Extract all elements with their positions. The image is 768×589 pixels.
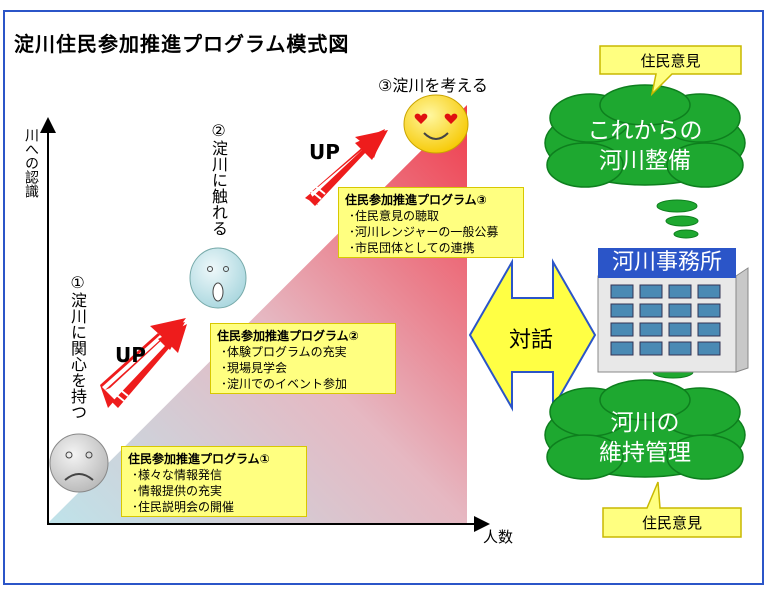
up-label-2: UP (309, 140, 340, 164)
program-1-item: ･住民説明会の開催 (132, 500, 235, 514)
cloud-2-line1: 河川の (610, 410, 680, 436)
callout-top-text: 住民意見 (640, 52, 701, 70)
office-label: 河川事務所 (598, 248, 736, 278)
callout-bottom-text: 住民意見 (641, 514, 702, 532)
diagram-title: 淀川住民参加推進プログラム模式図 (14, 32, 350, 56)
x-axis-label: 人数 (483, 528, 514, 546)
program-3-title: 住民参加推進プログラム③ (345, 193, 487, 207)
dialogue-double-arrow (468, 258, 597, 412)
program-3-item: ･河川レンジャーの一般公募 (349, 225, 499, 239)
up-arrow-shaft-1 (112, 324, 187, 408)
cloud-2-line2: 維持管理 (599, 440, 691, 466)
cloud-1-text: これからの 河川整備 (570, 116, 720, 176)
stage-2-label: ②淀川に触れる (209, 121, 228, 236)
face-surprised (189, 247, 247, 309)
callout-bottom (602, 481, 742, 538)
face-happy (403, 94, 469, 154)
program-2-item: ･淀川でのイベント参加 (221, 377, 348, 391)
program-box-1: 住民参加推進プログラム① ･様々な情報発信 ･情報提供の充実 ･住民説明会の開催 (121, 446, 307, 517)
cloud-future-plan (544, 84, 746, 188)
stage-1-label: ①淀川に関心を持つ (68, 273, 87, 420)
program-3-item: ･市民団体としての連携 (349, 241, 475, 255)
callout-top (599, 45, 742, 97)
cloud-1-line1: これからの (587, 118, 703, 144)
up-arrow-shaft-2 (309, 129, 385, 206)
program-2-title: 住民参加推進プログラム② (217, 329, 359, 343)
program-1-item: ･情報提供の充実 (132, 484, 223, 498)
y-axis-label: 川への認識 (23, 128, 39, 198)
office-building (597, 267, 749, 373)
program-2-item: ･体験プログラムの充実 (221, 345, 347, 359)
program-box-2: 住民参加推進プログラム② ･体験プログラムの充実 ･現場見学会 ･淀川でのイベン… (210, 323, 396, 394)
diagram-frame (3, 10, 764, 585)
cloud-2-text: 河川の 維持管理 (570, 408, 720, 468)
program-1-title: 住民参加推進プログラム① (128, 452, 270, 466)
face-sad (49, 433, 109, 493)
program-3-item: ･住民意見の聴取 (349, 209, 440, 223)
up-label-1: UP (115, 343, 146, 367)
cloud-maintenance (544, 379, 746, 480)
stage-3-label: ③淀川を考える (378, 76, 488, 95)
cloud-1-line2: 河川整備 (599, 148, 691, 174)
program-1-item: ･様々な情報発信 (132, 468, 223, 482)
program-2-item: ･現場見学会 (221, 361, 288, 375)
dialogue-label: 対話 (509, 328, 554, 353)
program-box-3: 住民参加推進プログラム③ ･住民意見の聴取 ･河川レンジャーの一般公募 ･市民団… (338, 187, 524, 258)
